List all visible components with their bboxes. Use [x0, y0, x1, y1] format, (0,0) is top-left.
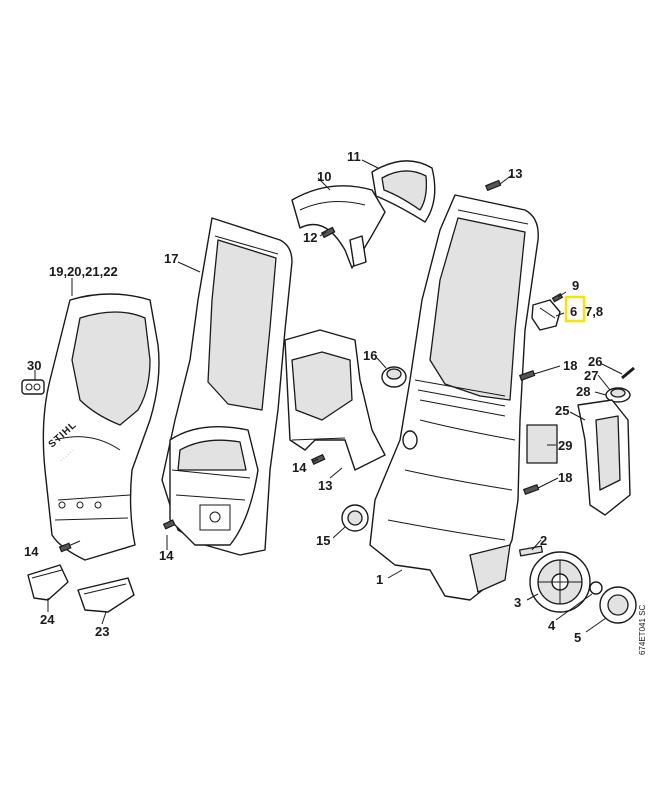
callout-labels: 19,20,21,22 30 14 24 23 17 14 10 11 12 1…	[24, 149, 603, 645]
callout-1: 1	[376, 572, 383, 587]
callout-12: 12	[303, 230, 317, 245]
callout-14: 14	[24, 544, 39, 559]
front-cover-part: STIHL · · · · · ·	[42, 293, 160, 561]
hubcap-part	[599, 586, 637, 624]
callout-18: 18	[563, 358, 577, 373]
duct-part	[284, 329, 386, 471]
callout-7-8: 7,8	[585, 304, 603, 319]
callout-4: 4	[548, 618, 556, 633]
screw-icon	[58, 540, 81, 553]
callout-19-22: 19,20,21,22	[49, 264, 118, 279]
callout-25: 25	[555, 403, 569, 418]
callout-29: 29	[558, 438, 572, 453]
rear-frame-part	[161, 217, 293, 556]
callout-26: 26	[588, 354, 602, 369]
screw-icon	[518, 369, 536, 381]
screw-icon	[484, 179, 502, 192]
callout-10: 10	[317, 169, 331, 184]
callout-23: 23	[95, 624, 109, 639]
tank-part	[577, 399, 631, 516]
bracket-part-6	[531, 299, 561, 331]
clip-part-23	[77, 577, 135, 613]
callout-6: 6	[570, 304, 577, 319]
screw-icon	[320, 226, 336, 239]
wheel-part	[529, 551, 591, 613]
callout-3: 3	[514, 595, 521, 610]
callout-9: 9	[572, 278, 579, 293]
callout-24: 24	[40, 612, 55, 627]
callout-30: 30	[27, 358, 41, 373]
callout-28: 28	[576, 384, 590, 399]
badge-part	[21, 379, 45, 395]
screw-icon	[522, 483, 540, 495]
cap-part-27-28	[605, 387, 631, 403]
callout-highlight	[564, 295, 586, 323]
reel-part	[341, 504, 369, 532]
clip-part-24	[27, 564, 69, 601]
main-housing-part	[369, 194, 539, 601]
callout-16: 16	[363, 348, 377, 363]
pin-part-26	[621, 366, 635, 380]
screw-icon	[162, 519, 176, 530]
knob-part	[381, 366, 407, 388]
callout-17: 17	[164, 251, 178, 266]
callout-11: 11	[347, 149, 361, 164]
drawing-code: 674ET041 SC	[638, 605, 647, 655]
ring-part	[589, 581, 603, 595]
callout-14: 14	[292, 460, 307, 475]
callout-5: 5	[574, 630, 581, 645]
callout-14: 14	[159, 548, 174, 563]
callout-27: 27	[584, 368, 598, 383]
callout-13: 13	[508, 166, 522, 181]
axle-part	[518, 545, 544, 557]
hood-part-11	[371, 160, 436, 223]
hood-part-10	[291, 185, 386, 269]
callout-18: 18	[558, 470, 572, 485]
label-sticker-part	[526, 424, 558, 464]
callout-2: 2	[540, 533, 547, 548]
callout-13: 13	[318, 478, 332, 493]
leader-lines	[34, 159, 623, 633]
callout-15: 15	[316, 533, 330, 548]
